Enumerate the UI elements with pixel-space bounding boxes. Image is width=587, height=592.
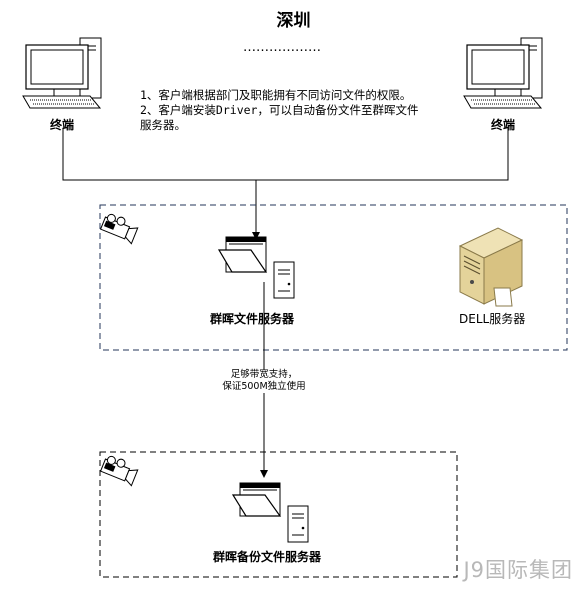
bandwidth-note-line-1: 足够带宽支持，	[230, 369, 298, 380]
folder-icon	[217, 236, 268, 273]
dell-server-label: DELL服务器	[459, 312, 526, 326]
server-icon	[287, 505, 309, 543]
title-dots: ………………	[243, 40, 321, 55]
bandwidth-note-line-2: 保证500M独立使用	[222, 381, 306, 392]
camera-icon	[99, 213, 139, 245]
camera-icon	[99, 455, 139, 487]
diagram-title: 深圳	[276, 11, 311, 31]
server-icon	[273, 261, 295, 299]
note-line-1: 1、客户端根据部门及职能拥有不同访问文件的权限。	[140, 88, 412, 102]
note-line-2: 2、客户端安装Driver，可以自动备份文件至群晖文件	[140, 103, 419, 117]
arrowhead-down-icon	[252, 232, 260, 240]
dell-server-icon	[458, 227, 524, 307]
arrowhead-down-icon	[260, 470, 268, 478]
backup-zone-border	[99, 451, 458, 578]
terminal-right-label: 终端	[491, 118, 516, 132]
main-server-label: 群晖文件服务器	[210, 312, 295, 326]
main-zone-border	[99, 204, 568, 351]
bandwidth-note: 足够带宽支持， 保证500M独立使用	[212, 369, 316, 393]
note-line-3: 服务器。	[140, 118, 186, 132]
computer-right-icon	[463, 37, 543, 109]
notes-block: 1、客户端根据部门及职能拥有不同访问文件的权限。 2、客户端安装Driver，可…	[140, 88, 418, 133]
folder-icon	[231, 482, 282, 517]
terminal-left-label: 终端	[50, 118, 75, 132]
backup-server-label: 群晖备份文件服务器	[213, 550, 322, 564]
watermark-text: J9国际集团	[463, 558, 573, 582]
computer-left-icon	[22, 37, 102, 109]
terminal-connector-line	[62, 128, 509, 181]
